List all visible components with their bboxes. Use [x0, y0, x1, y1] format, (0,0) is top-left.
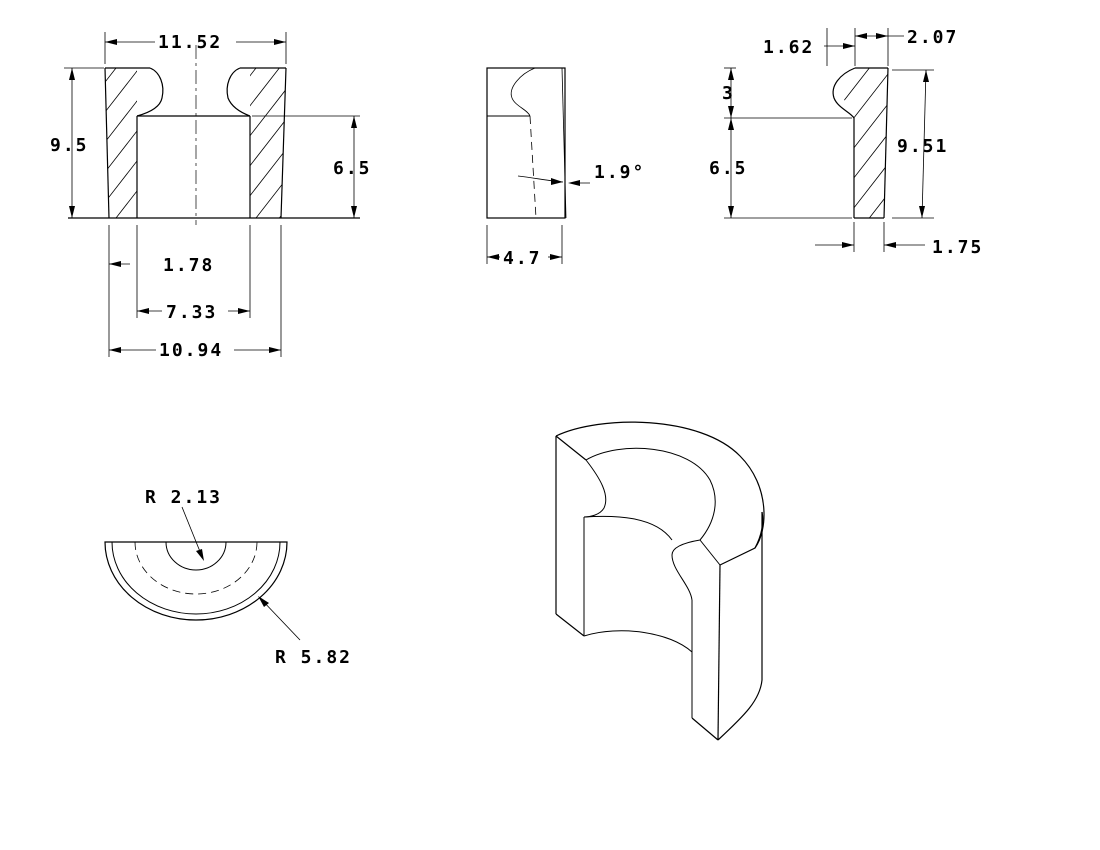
section-hatch-right: [250, 68, 286, 218]
dim-wall-bottom: 1.78: [163, 255, 214, 276]
section-hatch-left: [105, 68, 137, 218]
dim-outer-radius: R 5.82: [275, 647, 352, 668]
dim-detail-bore-depth: 6.5: [709, 158, 748, 179]
detail-hatch: [827, 68, 888, 218]
dim-bore-depth: 6.5: [333, 158, 372, 179]
dim-groove-width: 1.62: [763, 37, 814, 58]
dim-bottom-wall: 1.75: [932, 237, 983, 258]
top-view: R 2.13 R 5.82: [104, 487, 352, 668]
dim-taper-angle: 1.9°: [594, 162, 645, 183]
dim-width-top: 11.52: [158, 32, 222, 53]
isometric-view: [555, 421, 765, 741]
side-view: 1.9° 4.7: [486, 67, 645, 269]
front-section-view: 11.52 9.5 6.5 1.78 7.33 10.94: [50, 32, 372, 361]
dim-inner-radius: R 2.13: [145, 487, 222, 508]
dim-side-width: 4.7: [503, 248, 542, 269]
dim-detail-height: 9.51: [897, 136, 948, 157]
detail-section-view: 1.62 2.07 3 6.5 9.51 1.75: [709, 27, 983, 258]
dim-height: 9.5: [50, 135, 89, 156]
dim-groove-height: 3: [722, 83, 735, 104]
dim-top-wall: 2.07: [907, 27, 958, 48]
dim-bore-diameter: 7.33: [166, 302, 217, 323]
dim-width-bottom: 10.94: [159, 340, 223, 361]
